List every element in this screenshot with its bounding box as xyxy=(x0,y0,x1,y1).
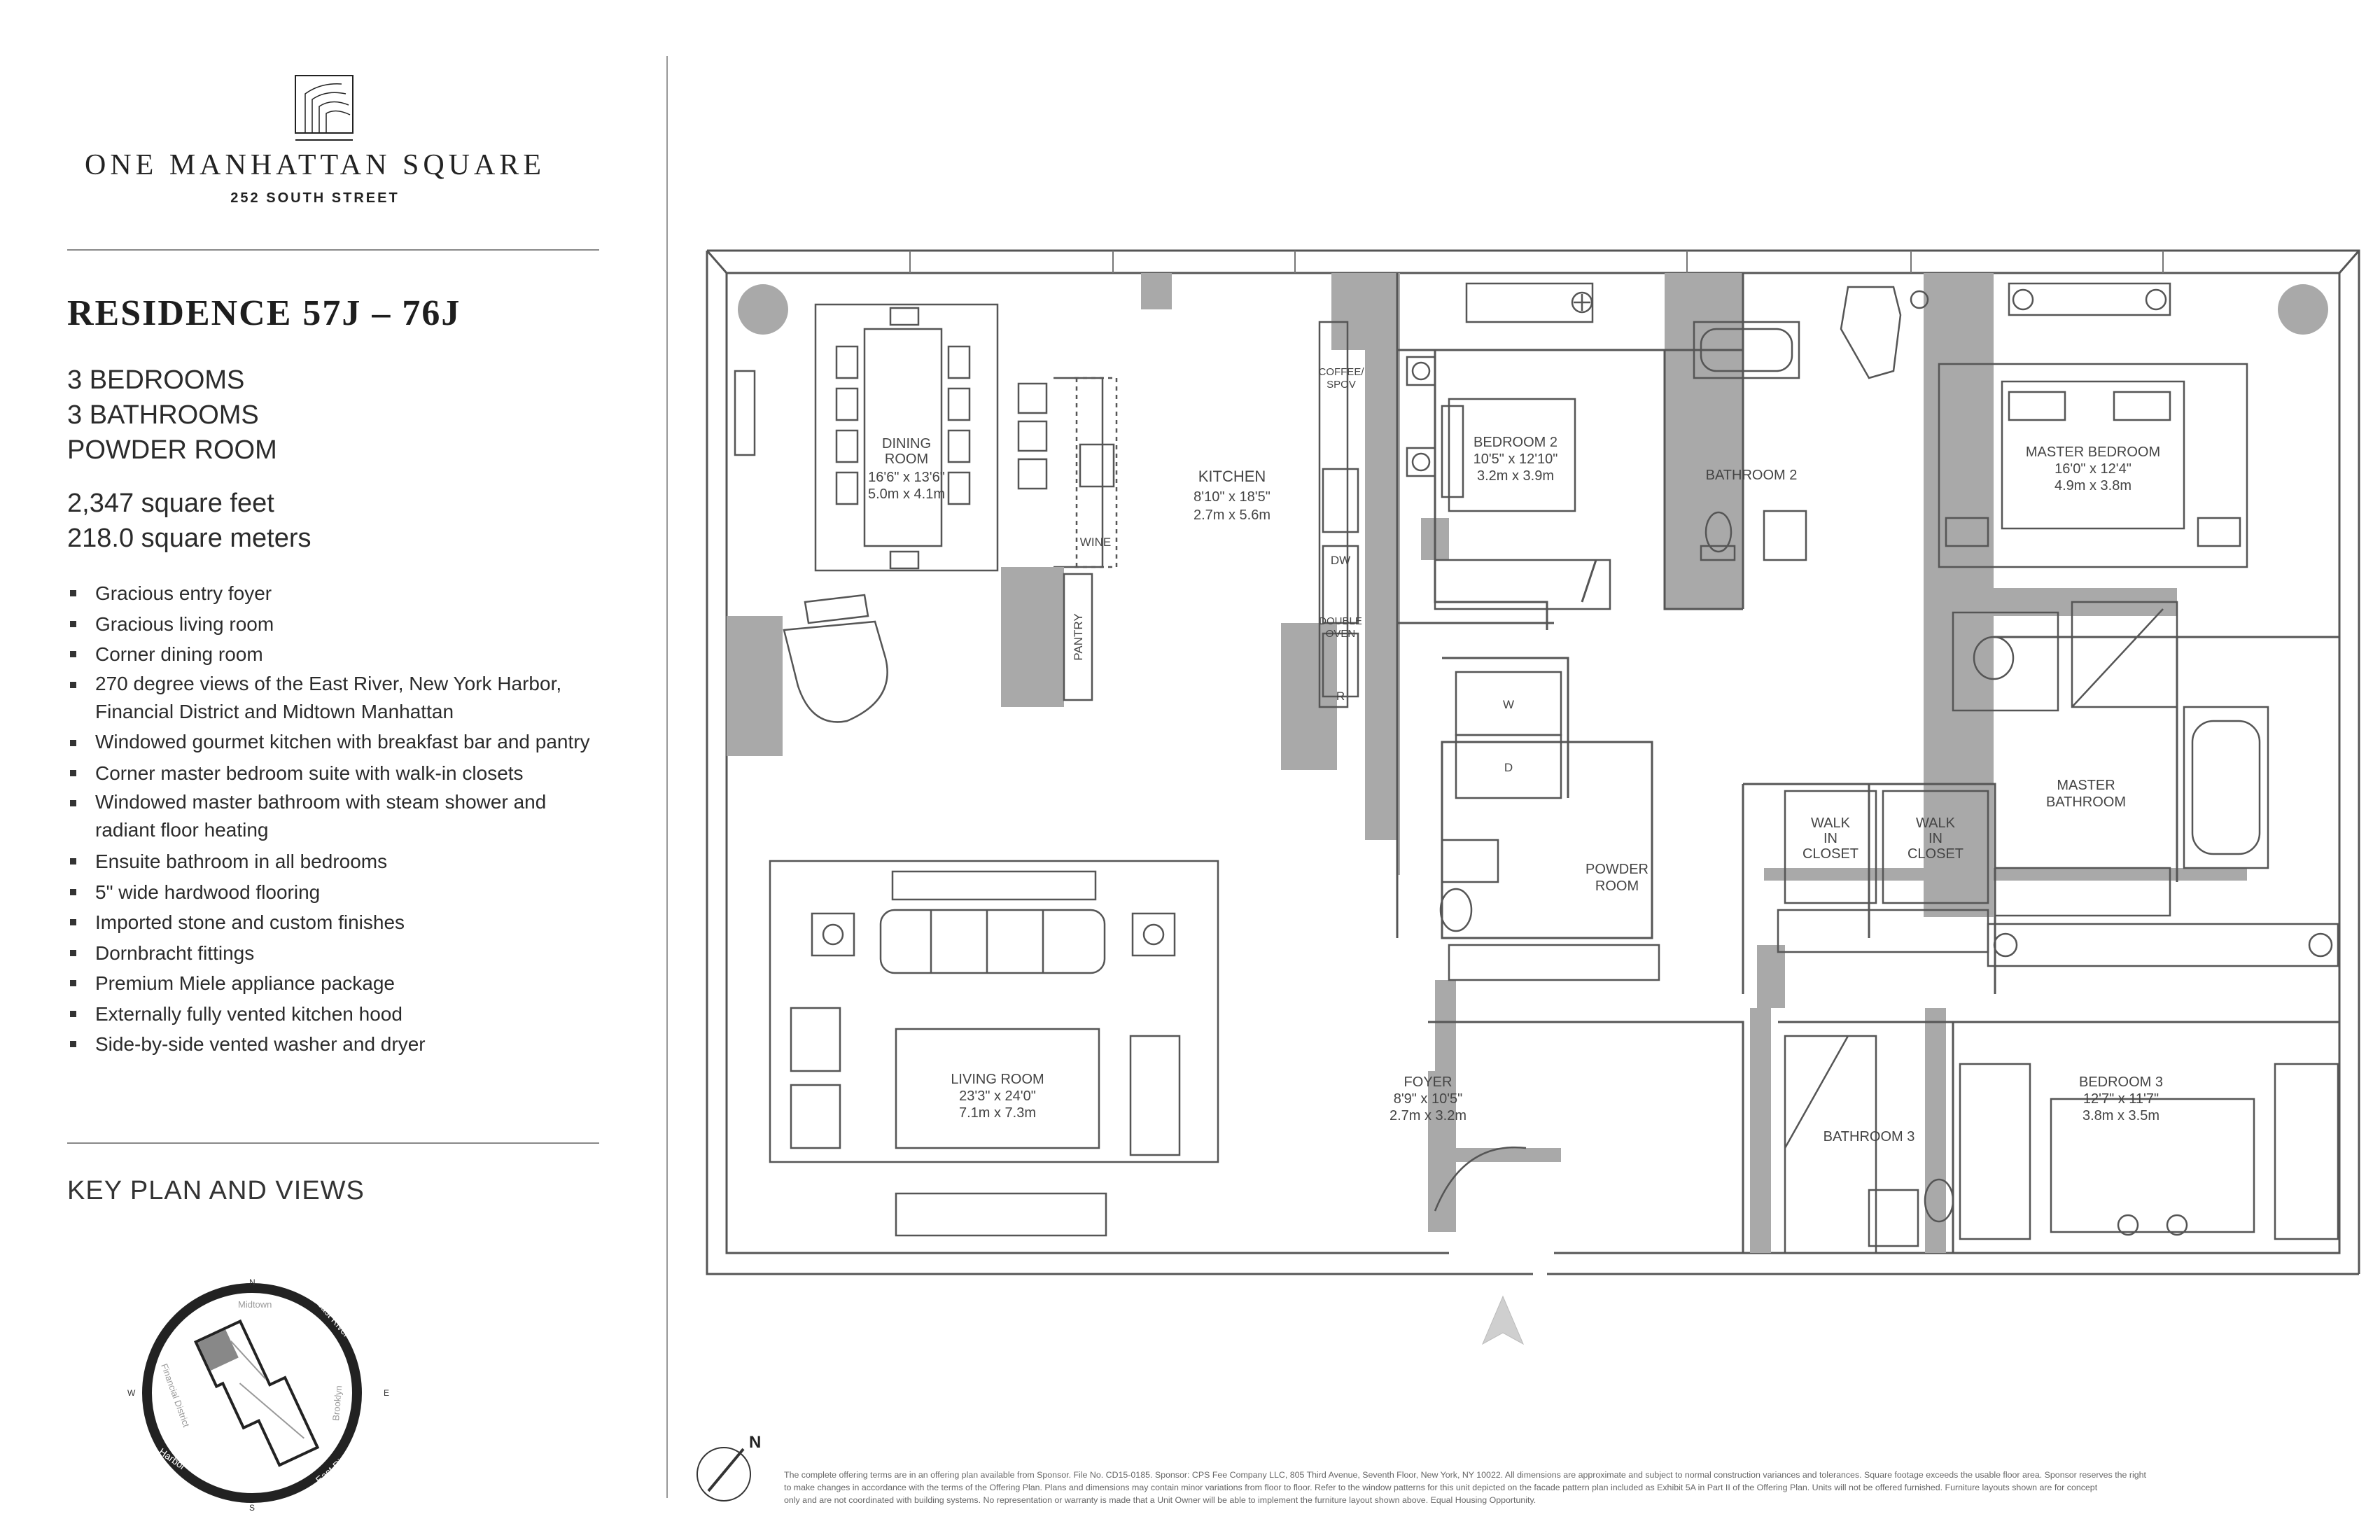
panel-divider xyxy=(666,56,668,1498)
dw-label: DW xyxy=(1331,554,1350,567)
list-item: Windowed master bathroom with steam show… xyxy=(67,788,599,844)
foyer-dim-metric: 2.7m x 3.2m xyxy=(1390,1108,1466,1124)
master-bedroom-name: MASTER BEDROOM xyxy=(2026,444,2160,460)
list-item: Corner dining room xyxy=(67,639,599,670)
bedroom3-name: BEDROOM 3 xyxy=(2079,1074,2163,1090)
kitchen-dim-metric: 2.7m x 5.6m xyxy=(1194,507,1270,523)
disclaimer-line: The complete offering terms are in an of… xyxy=(784,1470,2146,1480)
list-item: Gracious entry foyer xyxy=(67,578,599,609)
compass-s: S xyxy=(249,1503,255,1512)
walkin1-l3: CLOSET xyxy=(1802,846,1858,862)
spec-sqft: 2,347 square feet xyxy=(67,489,274,518)
list-item: Gracious living room xyxy=(67,609,599,640)
kitchen-dim-imperial: 8'10" x 18'5" xyxy=(1194,489,1270,505)
walkin2-l2: IN xyxy=(1928,831,1942,846)
compass-icon: N xyxy=(696,1433,761,1502)
spec-bedrooms: 3 BEDROOMS xyxy=(67,365,245,395)
kitchen-name: KITCHEN xyxy=(1198,468,1266,485)
bedroom3-dim-metric: 3.8m x 3.5m xyxy=(2082,1108,2160,1124)
master-bath-name1: MASTER xyxy=(2057,778,2115,793)
bedroom2-name: BEDROOM 2 xyxy=(1474,435,1558,450)
dining-name1: DINING xyxy=(882,436,931,451)
list-item: Side-by-side vented washer and dryer xyxy=(67,1029,599,1060)
pantry-label: PANTRY xyxy=(1072,613,1085,660)
double-oven-label-1: DOUBLE xyxy=(1319,615,1362,627)
walkin1-l1: WALK xyxy=(1811,816,1851,831)
foyer-name: FOYER xyxy=(1404,1074,1452,1090)
spec-powder: POWDER ROOM xyxy=(67,435,277,465)
disclaimer-line: only and are not coordinated with buildi… xyxy=(784,1495,1536,1505)
residence-title: RESIDENCE 57J – 76J xyxy=(67,293,461,333)
foyer-dim-imperial: 8'9" x 10'5" xyxy=(1394,1091,1463,1107)
keyplan-title: KEY PLAN AND VIEWS xyxy=(67,1176,365,1205)
master-bedroom-dim-imperial: 16'0" x 12'4" xyxy=(2054,461,2132,477)
dining-name2: ROOM xyxy=(885,451,928,467)
walkin2-l1: WALK xyxy=(1916,816,1956,831)
living-dim-imperial: 23'3" x 24'0" xyxy=(959,1088,1036,1104)
bathroom3-name: BATHROOM 3 xyxy=(1823,1129,1915,1144)
dryer-label: D xyxy=(1504,761,1513,774)
washer-label: W xyxy=(1503,698,1514,711)
keyplan-diagram: N S E W Midtown Hudson River East River … xyxy=(127,1278,389,1512)
info-panel: ONE MANHATTAN SQUARE 252 SOUTH STREET RE… xyxy=(0,0,630,1540)
floor-plan: DINING ROOM 16'6" x 13'6" 5.0m x 4.1m KI… xyxy=(706,249,2360,1275)
dining-dim-metric: 5.0m x 4.1m xyxy=(868,486,945,502)
coffee-label-2: SPOV xyxy=(1326,379,1356,391)
feature-list: Gracious entry foyer Gracious living roo… xyxy=(67,578,599,1060)
powder-name2: ROOM xyxy=(1595,878,1639,894)
bedroom2-dim-imperial: 10'5" x 12'10" xyxy=(1474,451,1558,467)
list-item: Premium Miele appliance package xyxy=(67,968,599,999)
compass-e: E xyxy=(384,1388,389,1398)
building-logo-icon xyxy=(295,75,354,141)
walkin2-l3: CLOSET xyxy=(1907,846,1963,862)
compass-north-label: N xyxy=(749,1433,761,1452)
label-financial: Financial District xyxy=(159,1362,192,1429)
coffee-label-1: COFFEE/ xyxy=(1318,366,1364,378)
list-item: Ensuite bathroom in all bedrooms xyxy=(67,846,599,877)
spec-sqm: 218.0 square meters xyxy=(67,524,312,553)
walkin1-l2: IN xyxy=(1823,831,1837,846)
master-bedroom-dim-metric: 4.9m x 3.8m xyxy=(2054,478,2132,493)
list-item: Windowed gourmet kitchen with breakfast … xyxy=(67,728,599,756)
master-bath-name2: BATHROOM xyxy=(2046,794,2126,810)
double-oven-label-2: OVEN xyxy=(1326,628,1356,640)
label-midtown: Midtown xyxy=(238,1299,272,1310)
divider xyxy=(67,1142,599,1144)
list-item: Imported stone and custom finishes xyxy=(67,907,599,938)
disclaimer: The complete offering terms are in an of… xyxy=(784,1469,2352,1506)
compass-w: W xyxy=(127,1388,136,1398)
living-name: LIVING ROOM xyxy=(951,1072,1044,1087)
spec-bathrooms: 3 BATHROOMS xyxy=(67,400,259,430)
list-item: 5" wide hardwood flooring xyxy=(67,877,599,908)
bedroom3-dim-imperial: 12'7" x 11'7" xyxy=(2083,1091,2159,1107)
dining-dim-imperial: 16'6" x 13'6" xyxy=(868,470,945,485)
list-item: Corner master bedroom suite with walk-in… xyxy=(67,758,599,789)
brand-name: ONE MANHATTAN SQUARE xyxy=(85,149,545,181)
bedroom2-dim-metric: 3.2m x 3.9m xyxy=(1477,468,1554,484)
compass-n: N xyxy=(249,1278,255,1287)
disclaimer-line: to make changes in accordance with the t… xyxy=(784,1483,2098,1492)
list-item: Dornbracht fittings xyxy=(67,938,599,969)
north-arrow-icon xyxy=(1481,1295,1525,1345)
bathroom2-name: BATHROOM 2 xyxy=(1706,468,1798,483)
divider xyxy=(67,249,599,251)
brand-address: 252 SOUTH STREET xyxy=(230,190,400,206)
label-brooklyn: Brooklyn xyxy=(330,1385,344,1422)
list-item: 270 degree views of the East River, New … xyxy=(67,670,599,726)
powder-name1: POWDER xyxy=(1586,862,1648,877)
living-dim-metric: 7.1m x 7.3m xyxy=(959,1105,1036,1121)
wine-label: WINE xyxy=(1080,536,1111,549)
list-item: Externally fully vented kitchen hood xyxy=(67,999,599,1030)
r-label: R xyxy=(1336,690,1345,703)
